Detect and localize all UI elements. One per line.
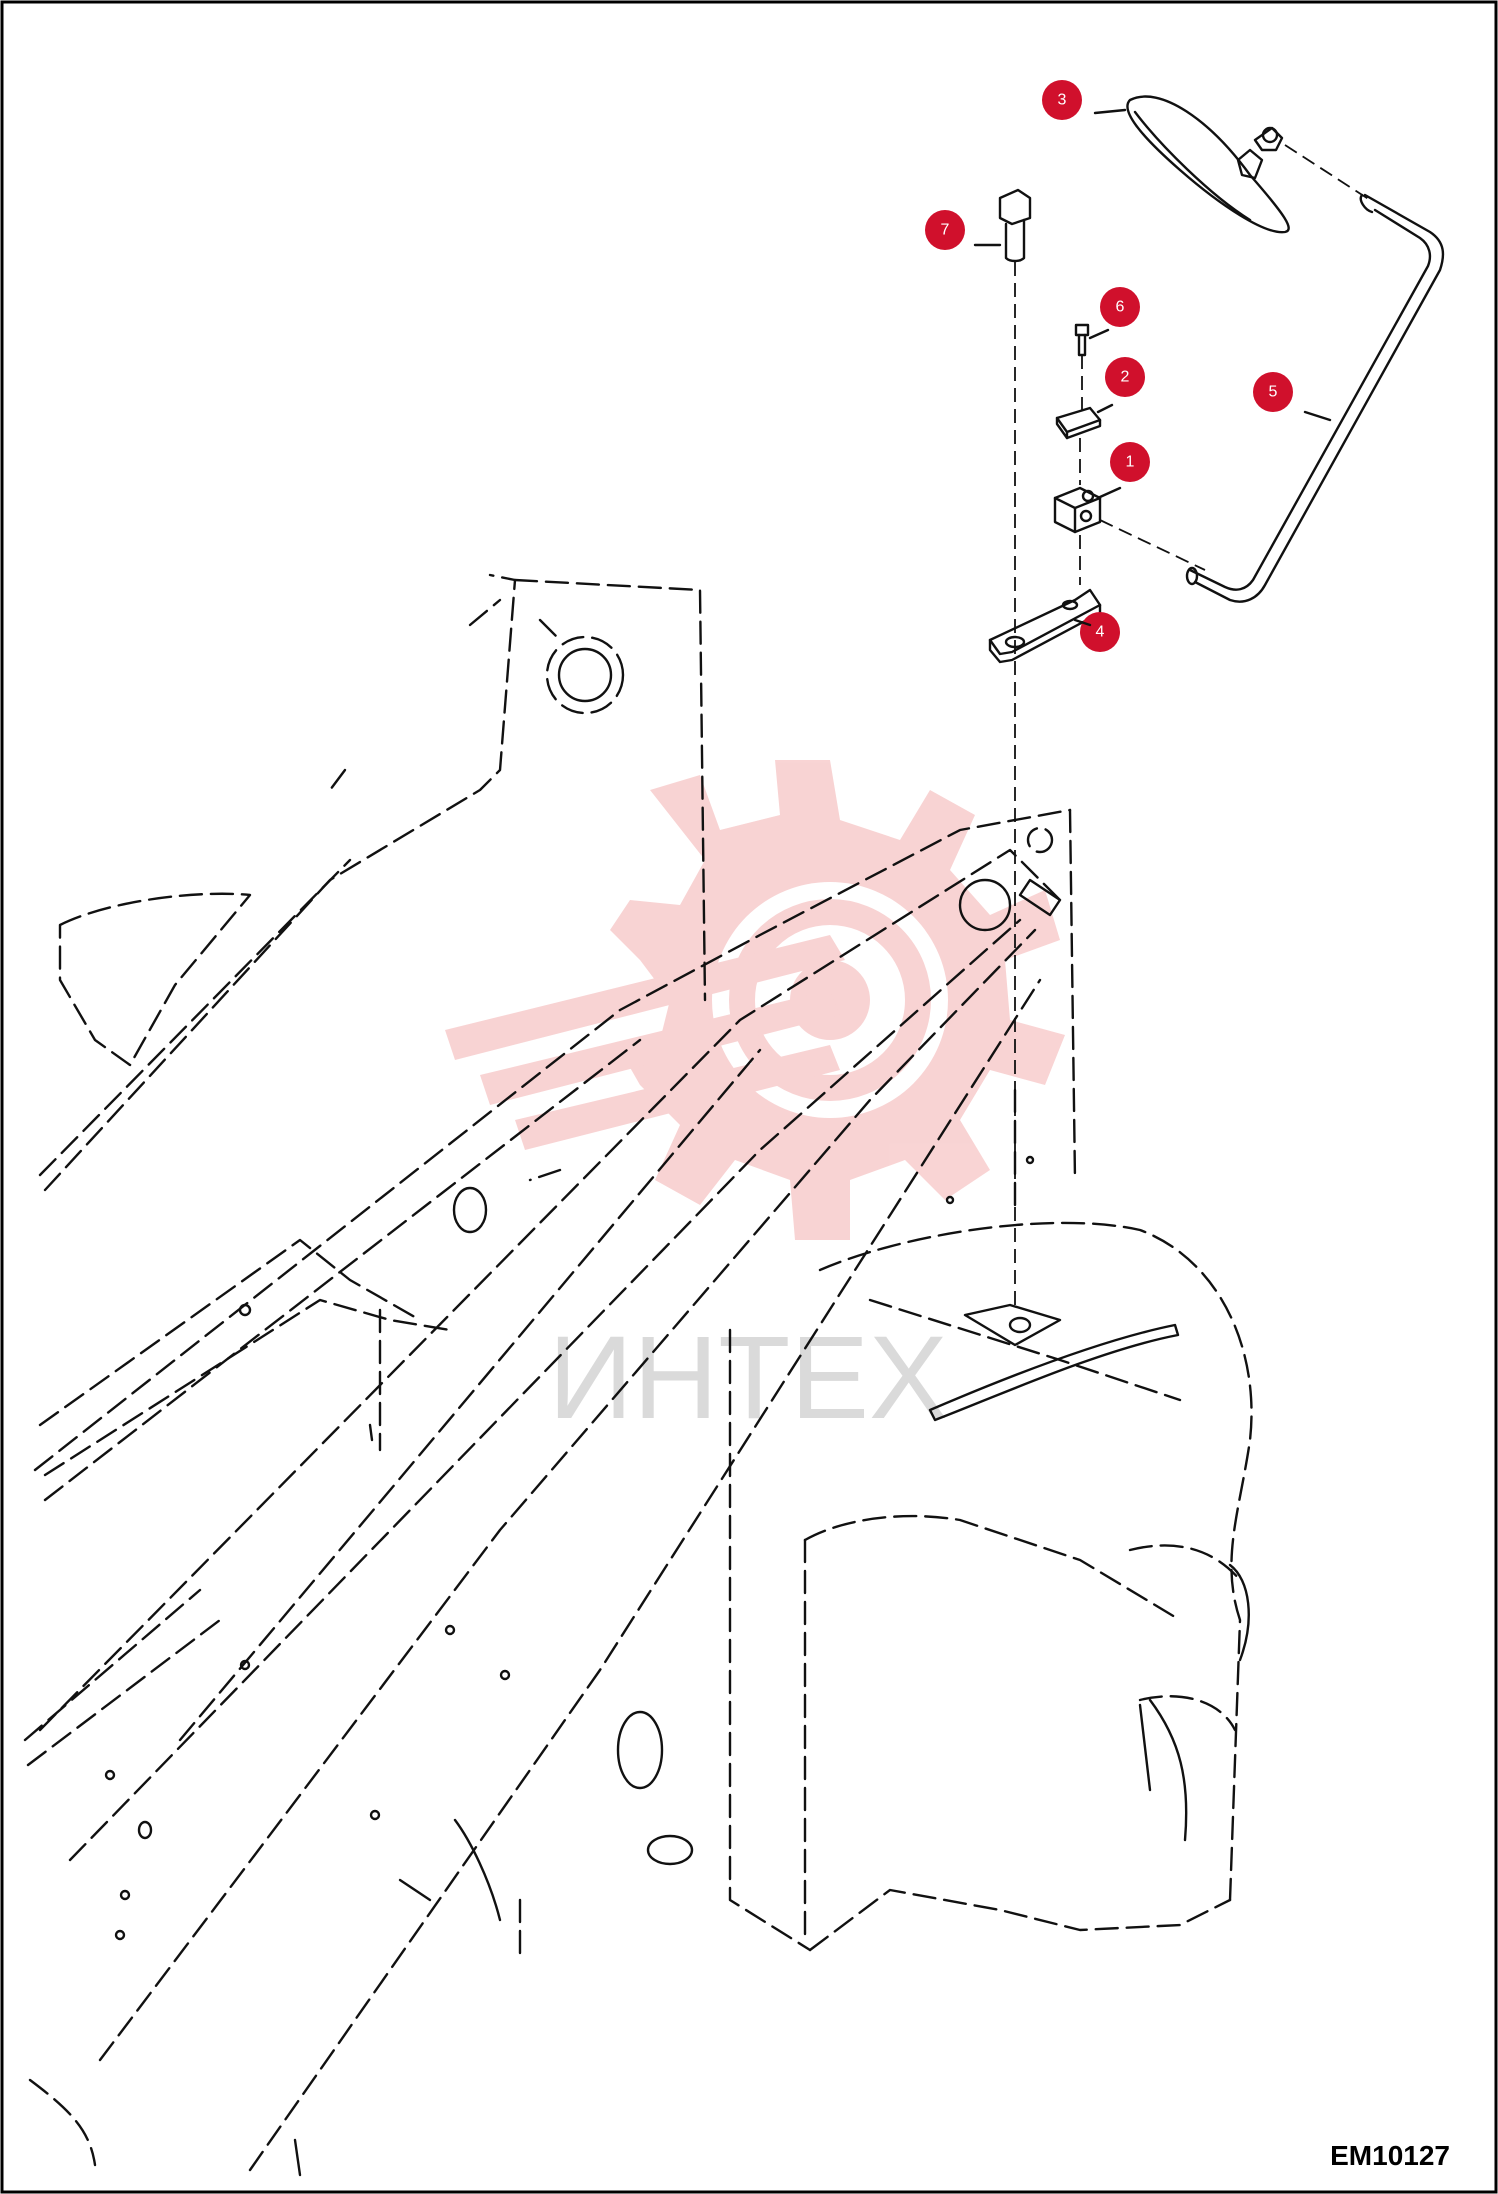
callout-7-marker xyxy=(925,210,965,250)
plate-2 xyxy=(1055,406,1102,440)
loader-frame xyxy=(23,573,1253,2177)
callout-6-label: 6 xyxy=(1116,299,1125,316)
callout-1-label: 1 xyxy=(1126,454,1135,471)
watermark-logo: ИНТЕХ xyxy=(445,760,1065,1444)
callout-1-marker xyxy=(1110,442,1150,482)
callout-6[interactable]: 6 xyxy=(1088,287,1140,340)
bracket-4 xyxy=(988,588,1102,664)
callout-7[interactable]: 7 xyxy=(925,210,1002,250)
clamp-block-1 xyxy=(1053,486,1102,534)
callout-2-marker xyxy=(1105,357,1145,397)
callout-3[interactable]: 3 xyxy=(1042,80,1127,120)
callout-6-marker xyxy=(1100,287,1140,327)
callout-4-marker xyxy=(1080,612,1120,652)
screw-6 xyxy=(1074,323,1090,357)
mirror-assembly xyxy=(988,95,1445,1310)
callout-2[interactable]: 2 xyxy=(1096,357,1145,414)
watermark-text: ИНТЕХ xyxy=(548,1312,948,1444)
callout-5-label: 5 xyxy=(1269,384,1278,401)
callout-1[interactable]: 1 xyxy=(1098,442,1150,499)
callout-5[interactable]: 5 xyxy=(1253,372,1332,422)
callout-5-marker xyxy=(1253,372,1293,412)
callout-3-marker xyxy=(1042,80,1082,120)
callout-7-label: 7 xyxy=(941,222,950,239)
mirror-3 xyxy=(1126,95,1290,234)
diagram-code: EM10127 xyxy=(1330,2140,1450,2171)
callout-4-label: 4 xyxy=(1096,624,1105,641)
mounting-rod-5 xyxy=(1185,193,1445,603)
callout-3-label: 3 xyxy=(1058,92,1067,109)
callout-4[interactable]: 4 xyxy=(1073,612,1120,652)
bolt-7 xyxy=(998,188,1032,263)
callout-2-label: 2 xyxy=(1121,369,1130,386)
